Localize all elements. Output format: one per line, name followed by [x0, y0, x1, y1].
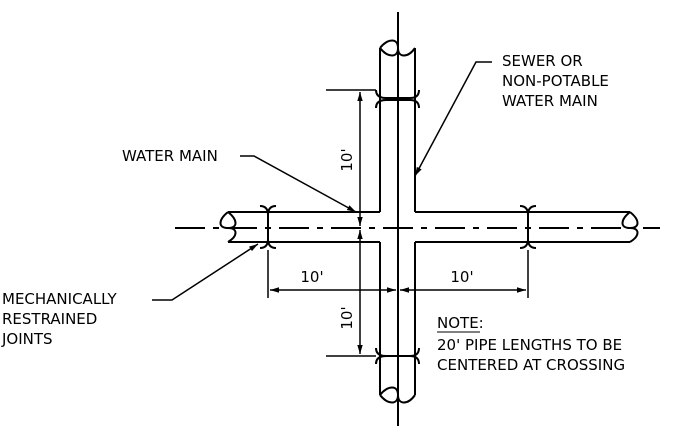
joint-horizontal-left [259, 205, 277, 249]
dim-vertical-upper: 10' [338, 148, 356, 171]
mech-label-line1: MECHANICALLY [2, 290, 118, 308]
dim-horizontal-right: 10' [450, 268, 473, 286]
note-line2: CENTERED AT CROSSING [437, 356, 625, 374]
mech-label-line3: JOINTS [1, 330, 53, 348]
water-main-label: WATER MAIN [122, 147, 218, 165]
note-heading: NOTE: [437, 314, 484, 332]
sewer-label-line1: SEWER OR [502, 52, 583, 70]
mech-label-line2: RESTRAINED [2, 310, 97, 328]
joint-vertical-top [375, 89, 420, 109]
water-main-horizontal [175, 205, 660, 249]
sewer-label-line3: WATER MAIN [502, 92, 598, 110]
note-line1: 20' PIPE LENGTHS TO BE [437, 336, 622, 354]
joint-vertical-bottom [375, 347, 420, 365]
dimension-lines [267, 89, 529, 357]
sewer-pipe-vertical [375, 12, 420, 426]
dim-horizontal-left: 10' [300, 268, 323, 286]
joint-horizontal-right [519, 205, 537, 249]
leader-lines [152, 61, 492, 301]
dim-vertical-lower: 10' [338, 306, 356, 329]
sewer-label-line2: NON-POTABLE [502, 72, 609, 90]
